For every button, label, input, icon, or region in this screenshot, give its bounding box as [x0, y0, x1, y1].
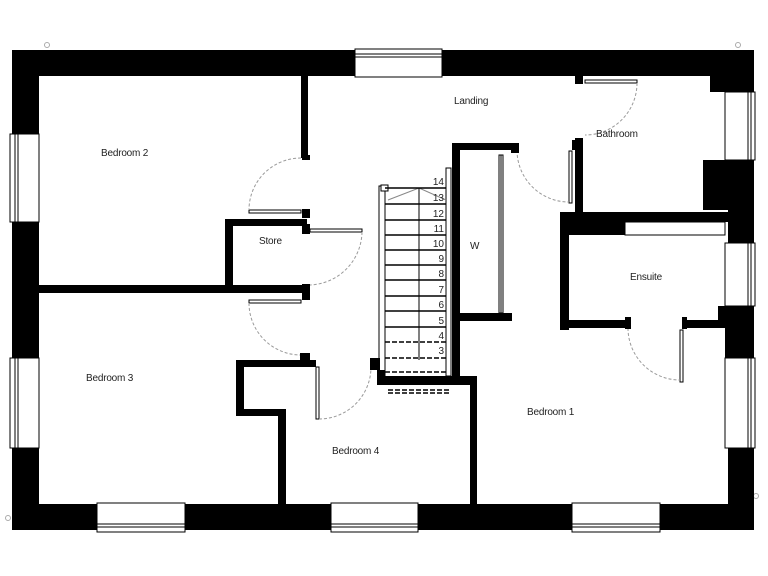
stair-step-number: 10 — [432, 239, 444, 250]
outer-walls — [12, 50, 754, 530]
door-bedroom4 — [315, 366, 320, 420]
stair-step-number: 4 — [438, 331, 444, 342]
stair-step-number: 8 — [438, 269, 444, 280]
stair-step-number: 7 — [438, 285, 444, 296]
stair-step-number: 12 — [432, 209, 444, 220]
doors — [248, 76, 687, 420]
door-w-cupboard — [568, 150, 573, 204]
stair-step-number: 9 — [438, 254, 444, 265]
window-right-bedroom1 — [724, 357, 756, 449]
room-label-bathroom: Bathroom — [596, 129, 638, 140]
room-label-w: W — [470, 241, 480, 252]
staircase — [372, 167, 452, 394]
window-bottom-bedroom1 — [571, 502, 661, 533]
window-bottom-bedroom4 — [330, 502, 419, 533]
stair-handrail-left — [378, 185, 386, 377]
room-label-bedroom-4: Bedroom 4 — [332, 446, 380, 457]
room-label-bedroom-3: Bedroom 3 — [86, 373, 134, 384]
stair-step-number: 14 — [432, 177, 444, 188]
stair-step-number: 13 — [432, 193, 444, 204]
window-left-bedroom2 — [9, 133, 40, 223]
internal-walls — [39, 76, 728, 504]
window-bottom-bedroom3 — [96, 502, 186, 533]
window-right-ensuite — [724, 242, 756, 307]
door-ensuite — [679, 329, 684, 383]
door-bathroom — [584, 79, 638, 84]
corner-marker — [753, 493, 759, 499]
window-top — [354, 48, 443, 78]
corner-marker — [44, 42, 50, 48]
ensuite-shelf — [624, 221, 726, 236]
stair-step-number: 11 — [433, 224, 444, 235]
door-bedroom2 — [248, 209, 302, 214]
stair-step-number: 6 — [438, 300, 444, 311]
corner-marker — [5, 515, 11, 521]
windows — [9, 48, 756, 533]
corner-marker — [735, 42, 741, 48]
door-store — [309, 228, 363, 233]
window-right-bathroom — [724, 91, 756, 161]
stair-handrail-right — [445, 167, 452, 377]
room-label-landing: Landing — [454, 96, 489, 107]
window-left-bedroom3 — [9, 357, 40, 449]
room-label-bedroom-2: Bedroom 2 — [101, 148, 149, 159]
room-label-bedroom-1: Bedroom 1 — [527, 407, 575, 418]
stair-step-number: 5 — [438, 316, 444, 327]
room-label-store: Store — [259, 236, 282, 247]
room-label-ensuite: Ensuite — [630, 272, 662, 283]
door-bedroom3 — [248, 299, 302, 304]
stair-step-number: 3 — [438, 346, 444, 357]
